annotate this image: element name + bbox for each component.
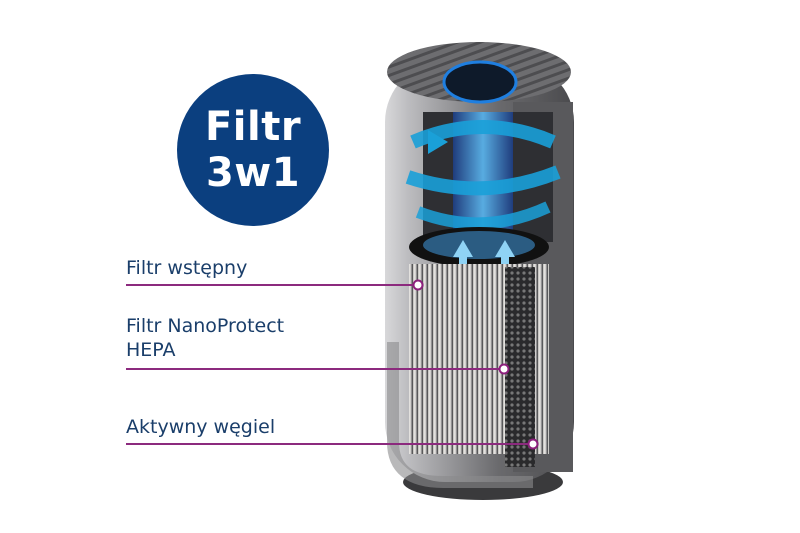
callout-dot: [527, 438, 539, 450]
callout-label: Filtr wstępny: [126, 257, 248, 279]
leader-line: [126, 368, 504, 370]
callout-dot: [498, 363, 510, 375]
leader-line: [126, 284, 418, 286]
air-purifier-illustration: [385, 42, 574, 500]
badge-line-2: 3w1: [205, 150, 301, 196]
callout-dot: [412, 279, 424, 291]
leader-line: [126, 443, 533, 445]
callout-label: Aktywny węgiel: [126, 416, 276, 438]
callout-label: Filtr NanoProtect: [126, 315, 285, 337]
filter-3in1-badge: Filtr 3w1: [177, 74, 329, 226]
callout-label-line-2: HEPA: [126, 339, 176, 361]
badge-line-1: Filtr: [204, 104, 302, 150]
